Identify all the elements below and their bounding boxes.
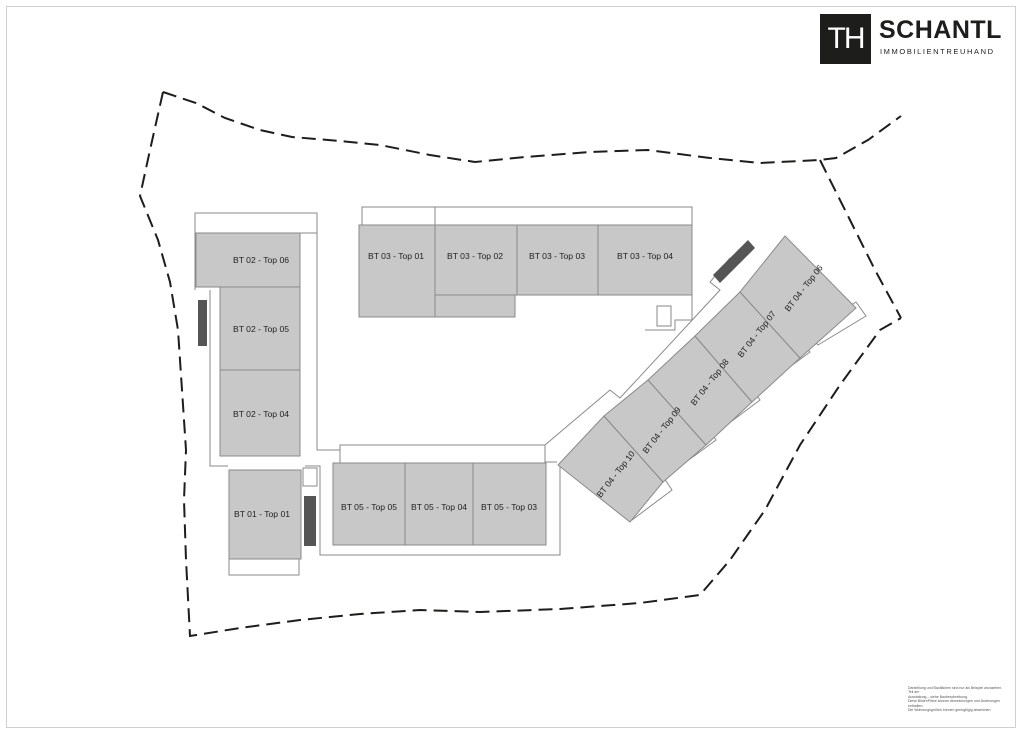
unit-label-bt05-top03: BT 05 - Top 03	[481, 502, 537, 512]
brand-name: SCHANTL	[879, 16, 1002, 44]
building-bt05: BT 05 - Top 05 BT 05 - Top 04 BT 05 - To…	[332, 444, 547, 546]
unit-bt02-top05[interactable]	[219, 286, 301, 371]
unit-label-bt02-top05: BT 02 - Top 05	[233, 324, 289, 334]
disclaimer-line: Diese Bilder/Pläne können Abweichungen u…	[908, 699, 1000, 704]
unit-bt05-top03[interactable]	[472, 462, 547, 546]
page-frame	[6, 6, 1016, 728]
unit-label-bt05-top04: BT 05 - Top 04	[411, 502, 467, 512]
unit-label-bt03-top01: BT 03 - Top 01	[368, 251, 424, 261]
disclaimer-note: Darstellung und Bauflächen sind nur als …	[908, 686, 1008, 712]
building-bt04: BT 04 - Top 10 BT 04 - Top 09 BT 04 - To…	[557, 235, 857, 523]
unit-bt04-top06[interactable]	[739, 235, 857, 359]
disclaimer-line: Die Wohnungsgrößen können geringfügig ab…	[908, 708, 992, 713]
unit-bt03-top04[interactable]	[597, 224, 693, 296]
unit-label-bt03-top02: BT 03 - Top 02	[447, 251, 503, 261]
unit-label-bt03-top04: BT 03 - Top 04	[617, 251, 673, 261]
unit-bt02-top06[interactable]	[195, 232, 301, 288]
unit-label-bt02-top04: BT 02 - Top 04	[233, 409, 289, 419]
unit-label-bt05-top05: BT 05 - Top 05	[341, 502, 397, 512]
bt05-terrace	[339, 444, 546, 464]
building-bt02: BT 02 - Top 06 BT 02 - Top 05 BT 02 - To…	[195, 232, 301, 457]
disclaimer-line: enthalten.	[908, 703, 924, 708]
brand-logo-mark: TH	[820, 14, 871, 64]
unit-bt03-top02-annex	[434, 294, 516, 318]
brand-subtitle: IMMOBILIENTREUHAND	[880, 47, 995, 56]
building-bt03: BT 03 - Top 01 BT 03 - Top 02 BT 03 - To…	[358, 224, 693, 318]
property-boundary	[162, 91, 902, 165]
disclaimer-line: Darstellung und Bauflächen sind nur als …	[908, 686, 1003, 695]
unit-label-bt02-top06: BT 02 - Top 06	[233, 255, 289, 265]
disclaimer-line: Ausstattung – siehe Baubeschreibung.	[908, 694, 968, 699]
unit-label-bt03-top03: BT 03 - Top 03	[529, 251, 585, 261]
property-boundary-east	[819, 159, 902, 319]
property-boundary-west	[138, 91, 902, 638]
unit-bt03-top03[interactable]	[516, 224, 599, 296]
unit-bt03-top01[interactable]	[358, 224, 436, 318]
staircases	[198, 240, 755, 546]
unit-label-bt01-top01: BT 01 - Top 01	[234, 509, 290, 519]
building-bt01: BT 01 - Top 01	[228, 469, 302, 560]
unit-bt01-top01[interactable]	[228, 469, 302, 560]
unit-bt02-top04[interactable]	[219, 369, 301, 457]
unit-bt05-top04[interactable]	[404, 462, 474, 546]
unit-bt05-top05[interactable]	[332, 462, 406, 546]
